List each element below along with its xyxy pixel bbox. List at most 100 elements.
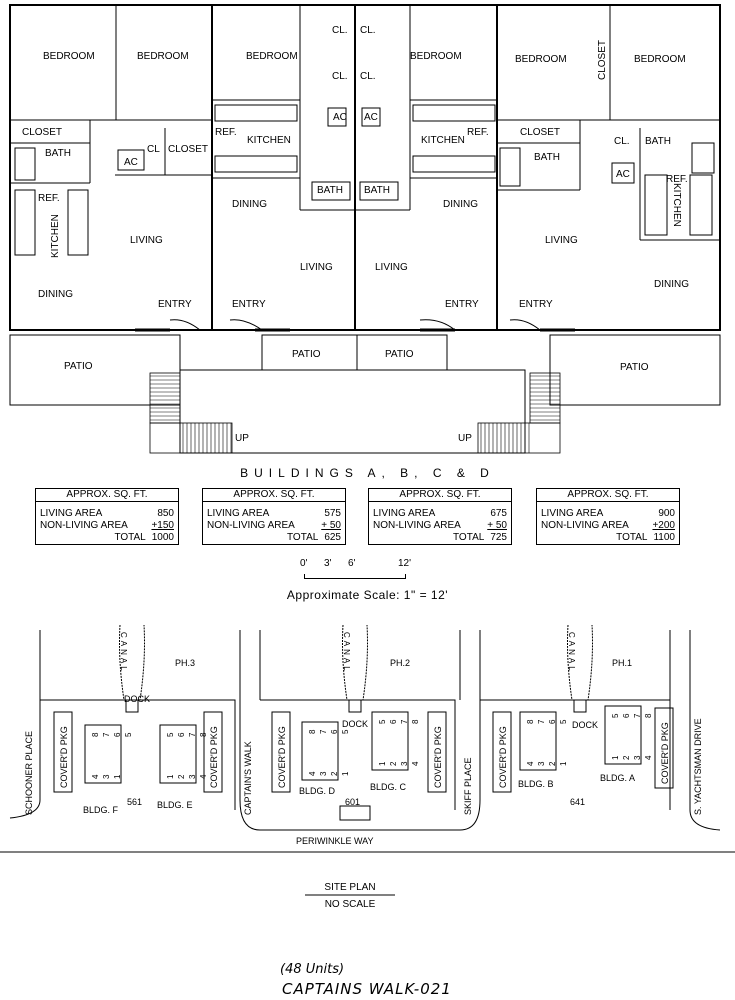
room-label: LIVING xyxy=(300,262,333,273)
unit-number: 8 xyxy=(411,719,420,724)
room-label: BATH xyxy=(45,148,71,159)
building-label: BLDG. A xyxy=(600,773,636,783)
unit-number: 4 xyxy=(199,774,208,779)
sqft-header: APPROX. SQ. FT. xyxy=(369,489,511,502)
room-label: KITCHEN xyxy=(421,135,465,146)
unit-number: 5 xyxy=(611,713,620,718)
scale-bar-line xyxy=(304,574,406,579)
living-area-value: 675 xyxy=(490,508,507,519)
room-label: PATIO xyxy=(620,362,649,373)
living-area-label: LIVING AREA xyxy=(541,508,604,519)
unit-number: 7 xyxy=(319,729,328,734)
address-label: 601 xyxy=(345,797,361,807)
total-label: TOTAL xyxy=(616,532,648,543)
room-label: CL. xyxy=(332,25,348,36)
canal-shape xyxy=(567,624,593,701)
unit-number: 7 xyxy=(633,713,642,718)
sqft-header: APPROX. SQ. FT. xyxy=(537,489,679,502)
room-label: CLOSET xyxy=(597,39,608,80)
room-label: LIVING xyxy=(545,235,578,246)
unit-number: 7 xyxy=(400,719,409,724)
building-label: BLDG. F xyxy=(83,805,119,815)
room-label: BEDROOM xyxy=(137,51,189,62)
building-label: BLDG. C xyxy=(370,782,407,792)
non-living-area-label: NON-LIVING AREA xyxy=(207,520,295,531)
living-area-label: LIVING AREA xyxy=(207,508,270,519)
room-label: DINING xyxy=(654,279,689,290)
room-label: CLOSET xyxy=(520,127,561,138)
room-label: KITCHEN xyxy=(247,135,291,146)
room-label: ENTRY xyxy=(158,299,192,310)
room-label: REF. xyxy=(467,127,489,138)
unit-number: 5 xyxy=(166,732,175,737)
covered-parking-outline xyxy=(53,711,73,793)
sqft-header: APPROX. SQ. FT. xyxy=(203,489,345,502)
room-label: PATIO xyxy=(385,349,414,360)
building-outline xyxy=(604,705,642,765)
canal-shape xyxy=(119,624,145,701)
room-label: KITCHEN xyxy=(50,214,61,258)
address-label: 561 xyxy=(127,797,143,807)
canal-label: CANAL xyxy=(342,632,351,674)
unit-number: 2 xyxy=(622,755,631,760)
unit-number: 4 xyxy=(308,771,317,776)
unit-number: 6 xyxy=(113,732,122,737)
total-value: 625 xyxy=(324,532,341,543)
canal-label: CANAL xyxy=(567,632,576,674)
covered-parking-label: COVER'D PKG xyxy=(59,726,69,788)
scale-tick-12: 12' xyxy=(398,558,412,569)
room-label: BATH xyxy=(317,185,343,196)
room-label: ENTRY xyxy=(445,299,479,310)
building-outline xyxy=(519,711,557,771)
unit-number: 3 xyxy=(400,761,409,766)
unit-number: 1 xyxy=(559,761,568,766)
room-label: REF. xyxy=(666,174,688,185)
covered-parking-label: COVER'D PKG xyxy=(498,726,508,788)
non-living-area-value: + 50 xyxy=(321,520,341,531)
covered-parking-outline xyxy=(427,711,447,793)
address-label: 641 xyxy=(570,797,586,807)
scale-tick-6: 6' xyxy=(348,558,356,569)
room-label: DINING xyxy=(232,199,267,210)
site-plan-subtitle: NO SCALE xyxy=(324,899,376,910)
unit-number: 5 xyxy=(341,729,350,734)
non-living-area-value: +200 xyxy=(652,520,675,531)
canal-shape xyxy=(342,624,368,701)
room-label: CLOSET xyxy=(168,144,209,155)
total-label: TOTAL xyxy=(453,532,485,543)
unit-number: 6 xyxy=(389,719,398,724)
stair-up-label: UP xyxy=(235,433,249,444)
building-label: BLDG. E xyxy=(157,800,193,810)
room-label: BEDROOM xyxy=(43,51,95,62)
dock-shape xyxy=(348,699,362,713)
covered-parking-label: COVER'D PKG xyxy=(209,726,219,788)
footer-units: (48 Units) xyxy=(280,962,345,977)
room-label: CL xyxy=(147,144,160,155)
living-area-label: LIVING AREA xyxy=(373,508,436,519)
unit-number: 1 xyxy=(378,761,387,766)
room-label: BATH xyxy=(534,152,560,163)
unit-number: 6 xyxy=(622,713,631,718)
covered-parking-outline xyxy=(203,711,223,793)
living-area-value: 575 xyxy=(324,508,341,519)
room-label: CL. xyxy=(360,25,376,36)
unit-number: 3 xyxy=(102,774,111,779)
room-label: REF. xyxy=(215,127,237,138)
living-area-value: 850 xyxy=(157,508,174,519)
room-label: CL. xyxy=(614,136,630,147)
unit-number: 3 xyxy=(537,761,546,766)
unit-number: 2 xyxy=(389,761,398,766)
unit-number: 3 xyxy=(633,755,642,760)
unit-number: 2 xyxy=(330,771,339,776)
street-label: CAPTAIN'S WALK xyxy=(243,741,253,815)
street-label: SKIFF PLACE xyxy=(463,757,473,815)
room-label: CLOSET xyxy=(22,127,63,138)
building-outline xyxy=(159,724,197,784)
canal-label: CANAL xyxy=(119,632,128,674)
unit-number: 8 xyxy=(308,729,317,734)
room-label: BATH xyxy=(645,136,671,147)
non-living-area-label: NON-LIVING AREA xyxy=(40,520,128,531)
room-label: ENTRY xyxy=(519,299,553,310)
unit-number: 8 xyxy=(91,732,100,737)
